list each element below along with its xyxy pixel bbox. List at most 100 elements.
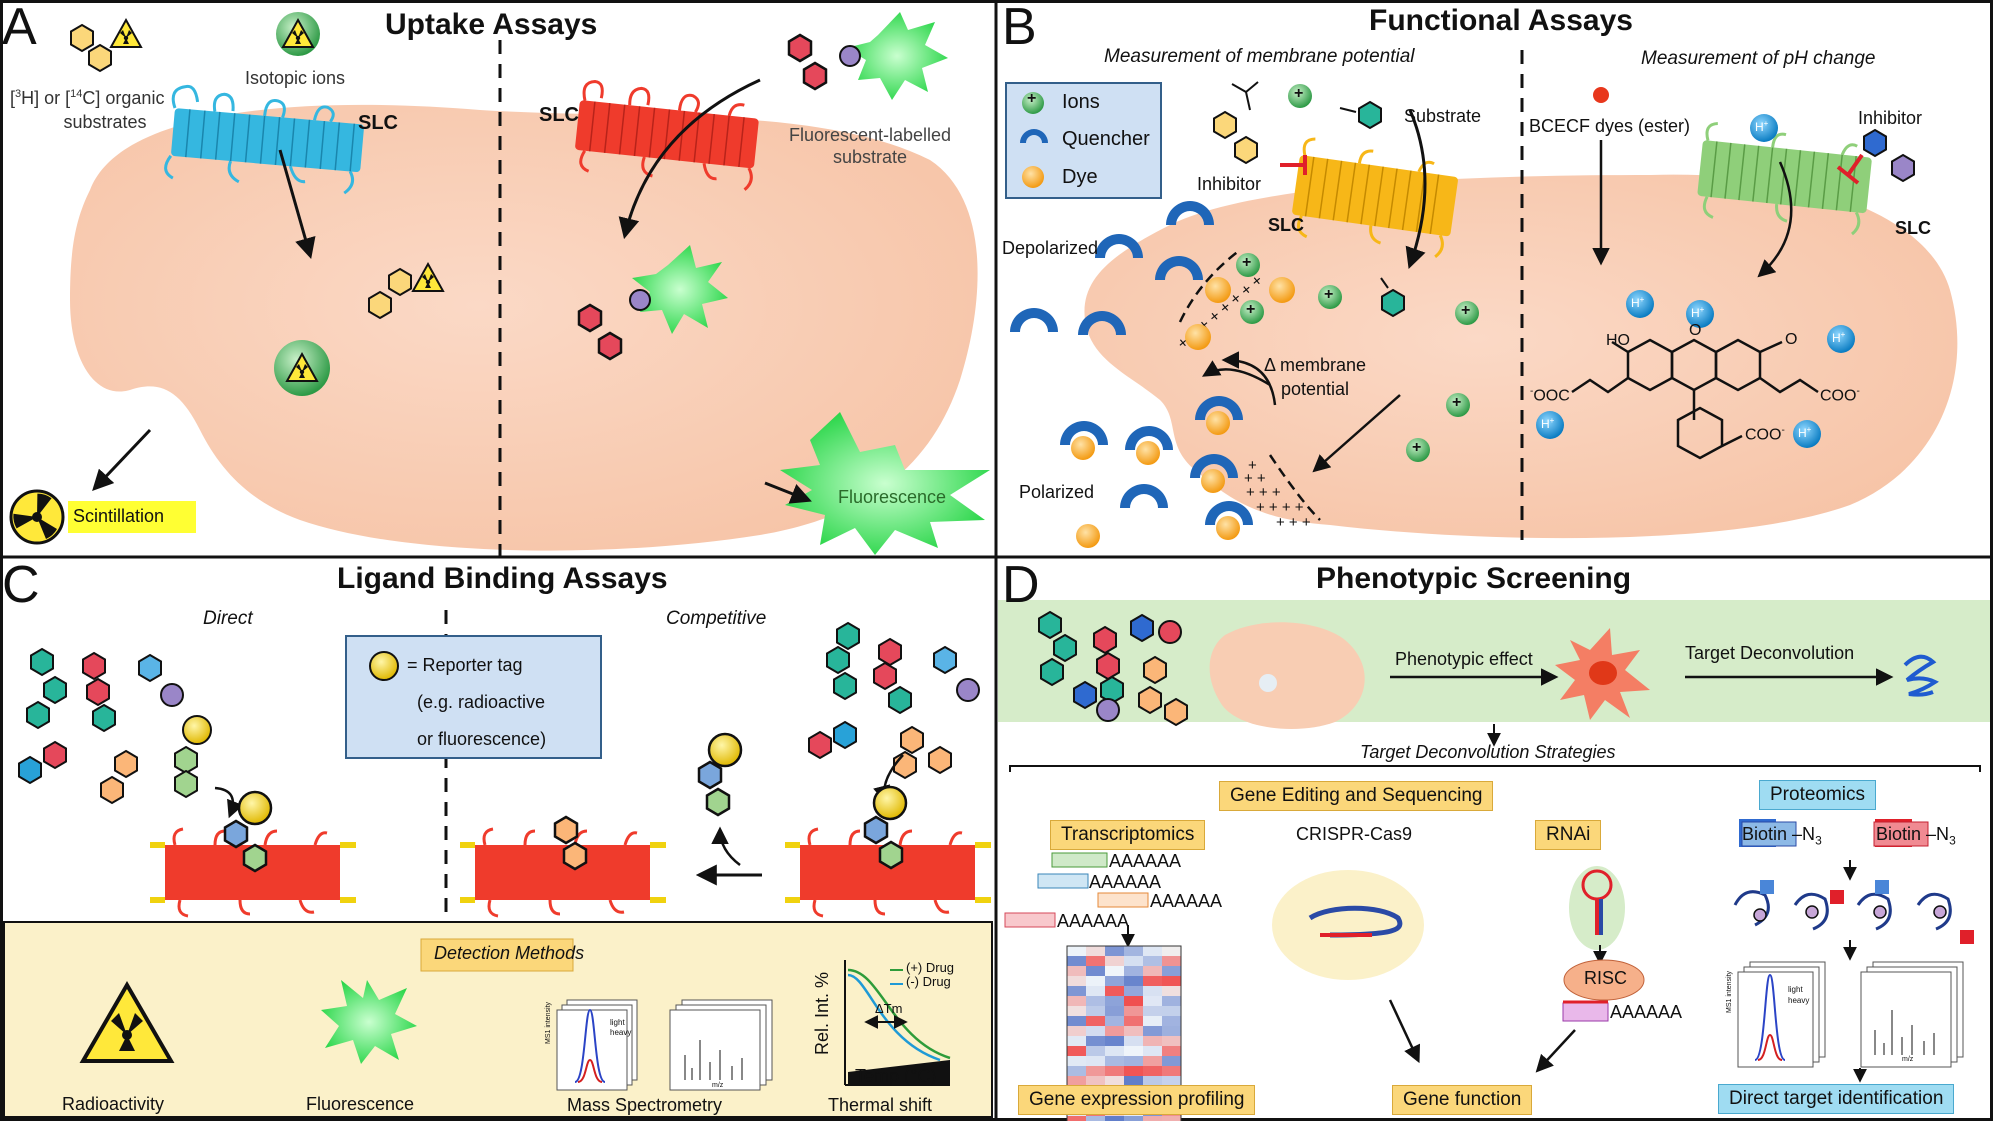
inhibitor-label-right: Inhibitor [1858,108,1923,128]
heatmap-cell [1086,966,1105,976]
heatmap-cell [1124,976,1143,986]
hplus-label: H+ [1755,119,1769,134]
heatmap-cell [1124,996,1143,1006]
cell-body-a [70,104,978,551]
ms-ylabel-d: MS1 intensity [1726,970,1733,1013]
phenotypic-effect-label: Phenotypic effect [1395,649,1533,669]
ion-plus: + [1461,302,1471,319]
panel-letter-a: A [2,0,37,56]
chem-coo-bottom: COO- [1745,425,1785,444]
heatmap-cell [1143,956,1162,966]
heatmap-cell [1086,956,1105,966]
cell-normal [1209,622,1365,729]
ms-ylabel-c: MS1 intensity [545,1001,552,1044]
polyA-3: AAAAAA [1150,891,1223,911]
heatmap-cell [1124,1026,1143,1036]
heatmap-cell [1105,1116,1124,1121]
heatmap-cell [1086,1076,1105,1086]
panel-b-art: + + + + + + + + + + + + + + + + + + + + … [1005,50,1958,548]
heatmap-cell [1105,956,1124,966]
bound-ligand-right [863,785,908,870]
heatmap-cell [1067,1006,1086,1016]
hplus-label: H+ [1541,416,1555,431]
substrate-molecule-top [1358,101,1382,129]
thermal-plus-drug: (+) Drug [906,960,955,975]
heatmap-cell [1067,1016,1086,1026]
heatmap-cell [1124,1016,1143,1026]
heatmap-cell [1143,946,1162,956]
charges-p1: + [1248,457,1257,474]
biotin-label-red: Biotin –N3 [1876,824,1956,848]
heatmap-cell [1143,976,1162,986]
isotopic-ions-label: Isotopic ions [244,68,346,88]
direct-target-tag: Direct target identification [1718,1084,1955,1114]
heatmap-cell [1086,1046,1105,1056]
proteomic-probes [1733,880,1974,944]
heatmap-cell [1143,966,1162,976]
panel-title-functional: Functional Assays [1369,4,1633,37]
legend-quencher: Quencher [1062,128,1150,150]
ms-light-c: light [610,1018,625,1027]
method-thermal-shift: Thermal shift [828,1095,933,1115]
ms-heavy-c: heavy [610,1028,632,1037]
subtitle-ph-change: Measurement of pH change [1641,48,1876,69]
heatmap-cell [1105,996,1124,1006]
direct-label: Direct [203,608,253,629]
heatmap-cell [1067,996,1086,1006]
method-fluorescence: Fluorescence [306,1094,415,1114]
strategies-label: Target Deconvolution Strategies [1360,742,1616,762]
chem-o-keto: O [1785,331,1798,348]
heatmap-cell [1162,966,1181,976]
gene-editing-tag: Gene Editing and Sequencing [1219,781,1494,811]
heatmap-cell [1124,1036,1143,1046]
target-deconvolution-label: Target Deconvolution [1685,643,1855,663]
isotopic-ion-top [276,12,320,56]
heatmap-cell [1162,1036,1181,1046]
heatmap-cell [1086,1116,1105,1121]
heatmap-cell [1162,996,1181,1006]
heatmap-cell [1105,1076,1124,1086]
scintillation-icon [6,487,196,545]
slc-transporter-blue [164,84,364,195]
polarized-label: Polarized [1019,482,1095,502]
hplus-label: H+ [1798,425,1812,440]
chem-coo-right: COO- [1820,386,1860,405]
fluorescent-substrate-top [787,12,948,100]
competitive-label: Competitive [666,608,767,629]
heatmap-cell [1105,946,1124,956]
panel-a-art [6,12,990,557]
slc-label-a-right: SLC [539,104,579,126]
substrate-label: Substrate [1404,106,1482,126]
svg-text:+ + +: + + + [1246,484,1281,501]
heatmap-cell [1067,1026,1086,1036]
fluor-substrate-label: Fluorescent-labelled [788,125,952,145]
chem-coo-left: -OOC [1530,386,1570,405]
heatmap-cell [1105,1006,1124,1016]
ion-plus: + [1452,394,1462,411]
ligands-left [18,648,212,804]
heatmap-cell [1162,1006,1181,1016]
thermal-delta-tm: ΔTm [875,1001,903,1016]
organic-substrate-top [70,24,112,72]
slc-label-b-right: SLC [1895,218,1931,238]
heatmap-cell [1067,1046,1086,1056]
method-radioactivity: Radioactivity [62,1094,165,1114]
delta-membrane-label: Δ membrane [1263,355,1367,375]
heatmap-cell [1105,966,1124,976]
heatmap-cell [1162,1076,1181,1086]
cell-phenotype [1555,628,1650,720]
hplus-label: H+ [1832,330,1846,345]
ion-icon [1022,92,1044,114]
heatmap-cell [1124,986,1143,996]
heatmap-cell [1124,1056,1143,1066]
legend-dye: Dye [1062,166,1098,188]
dye-icon [1022,166,1044,188]
slc-label-b-left: SLC [1268,215,1304,235]
heatmap-cell [1105,1016,1124,1026]
slc-label-a-left: SLC [358,112,398,134]
heatmap-cell [1143,1056,1162,1066]
ms-xlabel-c: m/z [712,1082,724,1089]
heatmap-cell [1086,986,1105,996]
heatmap-cell [1162,946,1181,956]
heatmap-cell [1143,1046,1162,1056]
